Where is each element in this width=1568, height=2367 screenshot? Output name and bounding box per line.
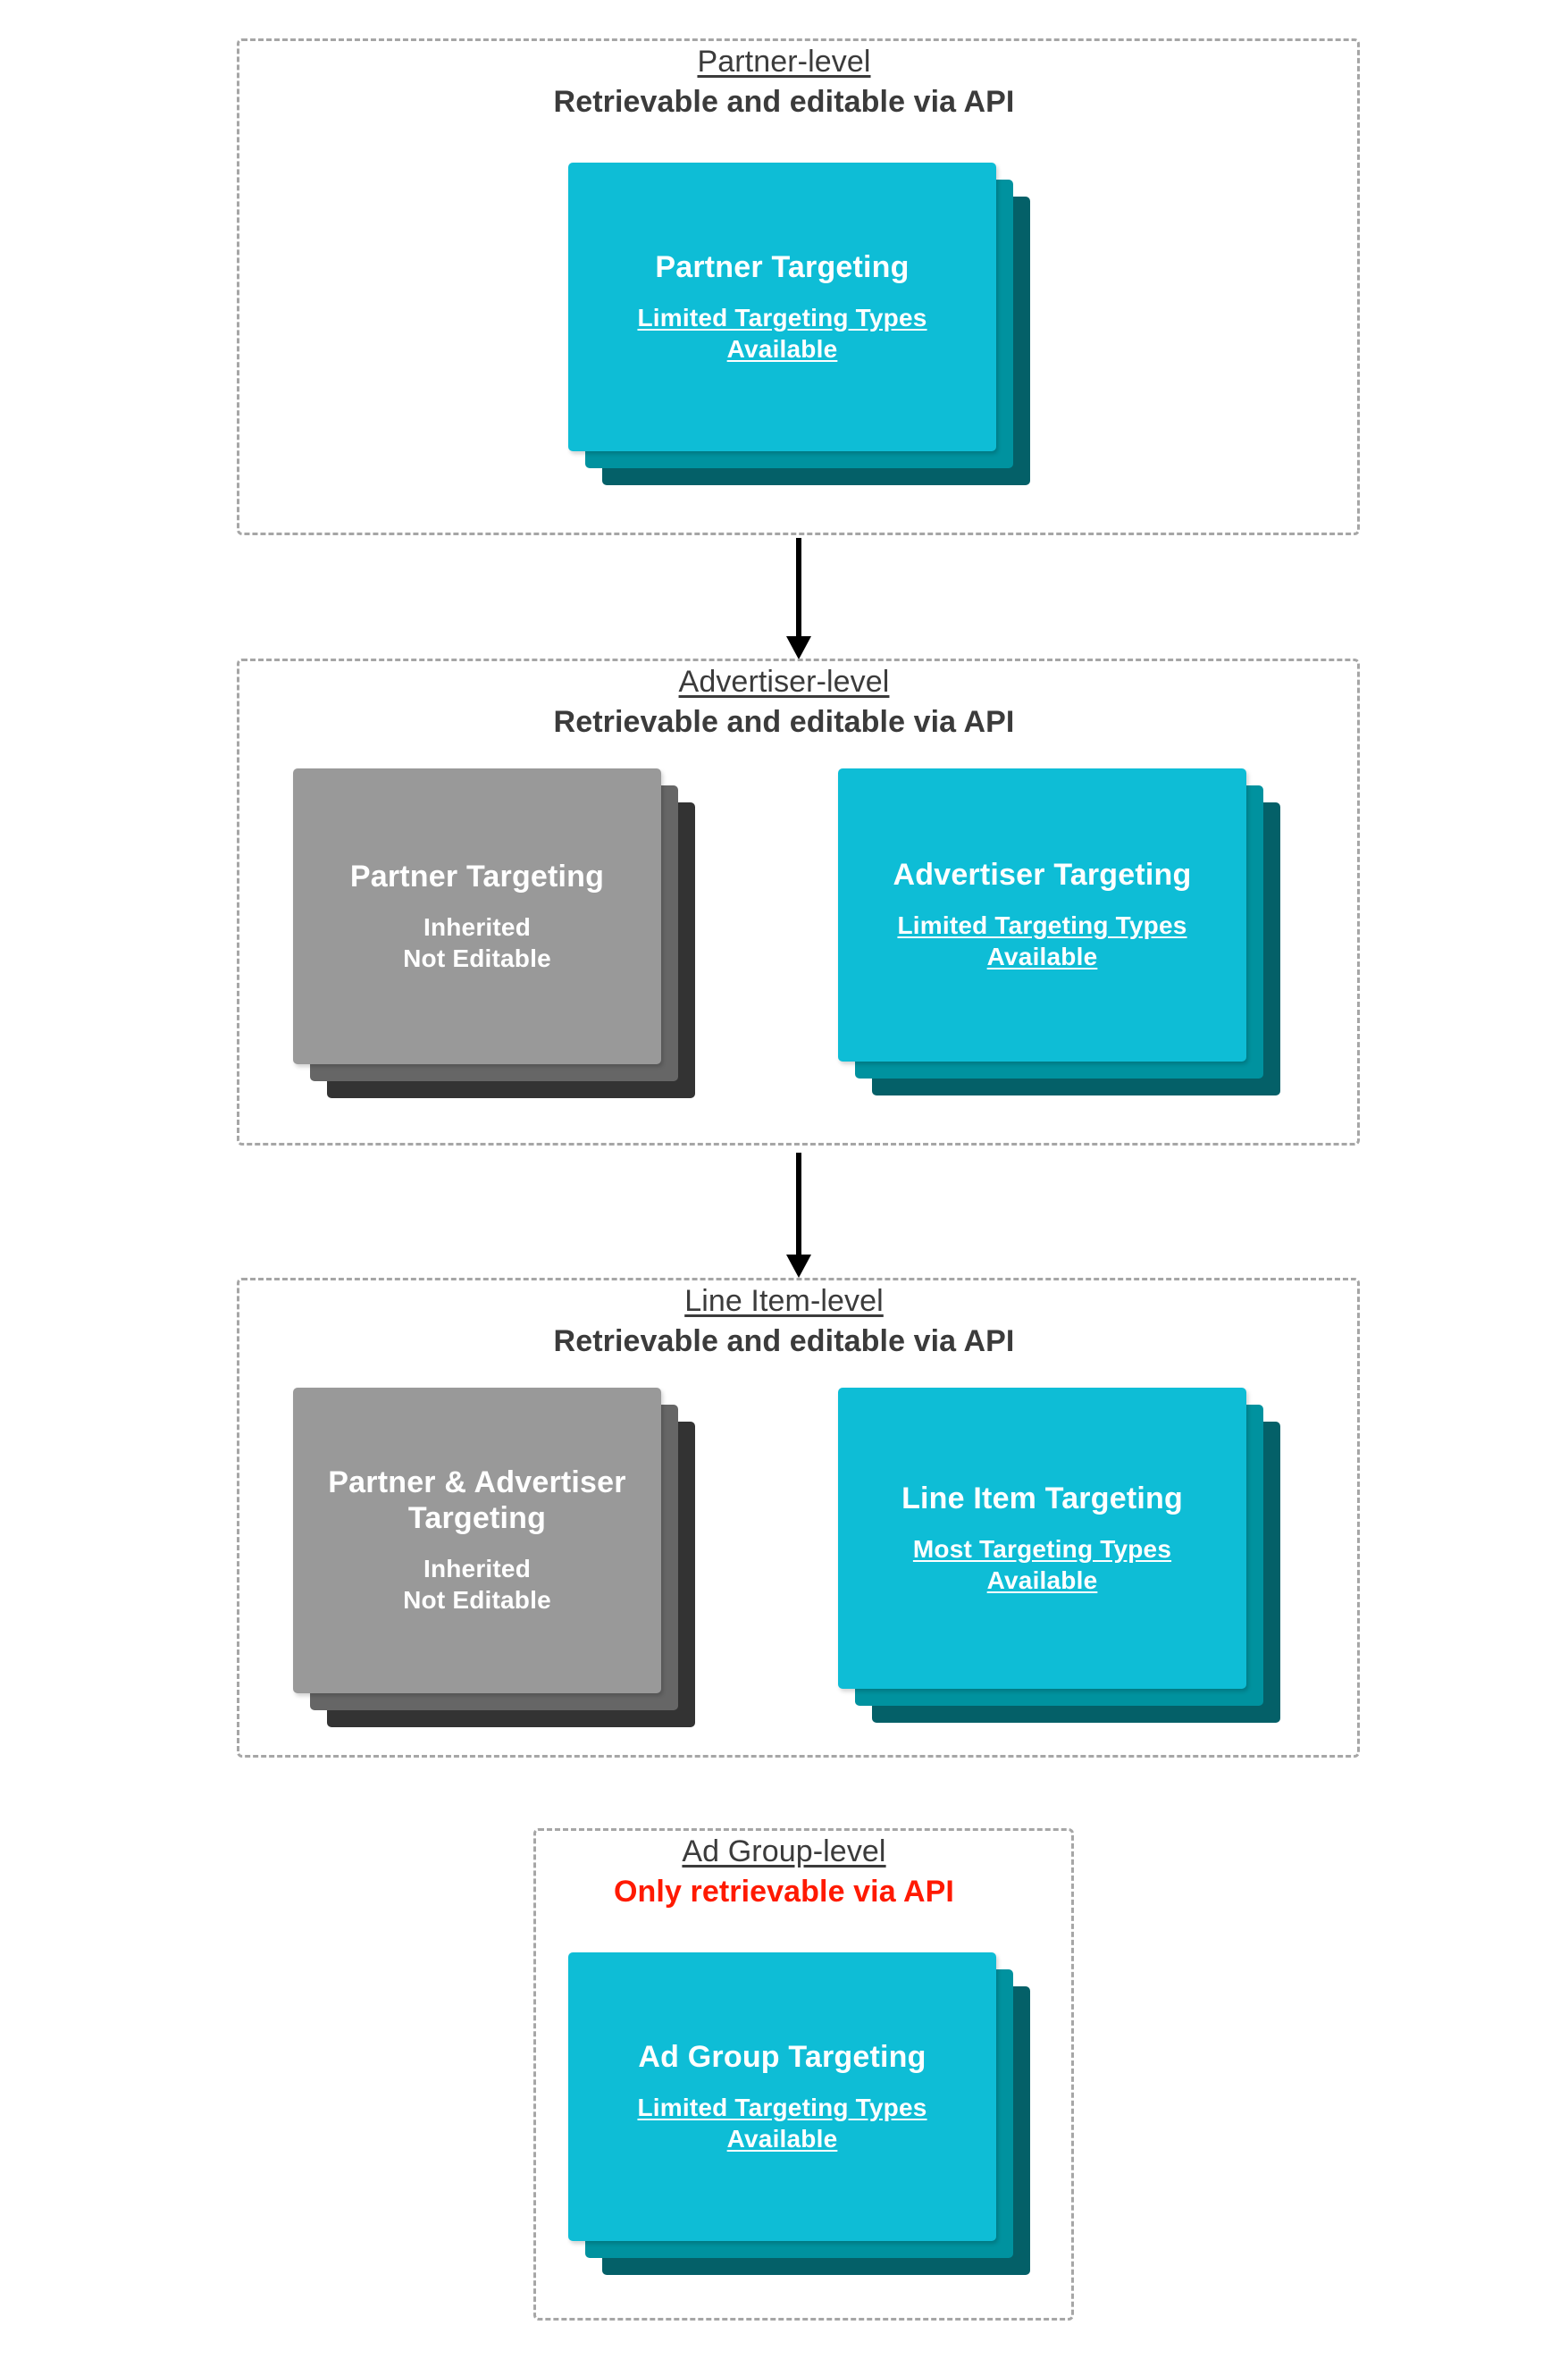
partner-level-title: Partner-level bbox=[697, 45, 871, 79]
line-item-targeting-card-stack[interactable]: Line Item Targeting Most Targeting Types… bbox=[838, 1388, 1280, 1723]
card-title: Partner Targeting bbox=[655, 249, 910, 284]
card-note: Limited Targeting Types Available bbox=[637, 303, 927, 363]
partner-level-container bbox=[237, 38, 1360, 535]
ad-group-targeting-card[interactable]: Ad Group Targeting Limited Targeting Typ… bbox=[568, 1952, 996, 2241]
arrow-head-icon bbox=[786, 636, 811, 659]
inherited-partner-advertiser-targeting-card-stack[interactable]: Partner & Advertiser Targeting Inherited… bbox=[293, 1388, 695, 1727]
partner-level-subtitle: Retrievable and editable via API bbox=[553, 85, 1015, 120]
ad-group-level-subtitle: Only retrievable via API bbox=[614, 1875, 954, 1910]
card-title: Line Item Targeting bbox=[901, 1481, 1183, 1515]
inherited-partner-targeting-card[interactable]: Partner Targeting Inherited Not Editable bbox=[293, 768, 661, 1064]
card-note: Limited Targeting Types Available bbox=[897, 911, 1187, 971]
card-title: Advertiser Targeting bbox=[893, 858, 1192, 893]
partner-targeting-card[interactable]: Partner Targeting Limited Targeting Type… bbox=[568, 163, 996, 451]
ad-group-level-container bbox=[533, 1828, 1074, 2321]
line-item-level-subtitle: Retrievable and editable via API bbox=[553, 1324, 1015, 1359]
advertiser-targeting-card-stack[interactable]: Advertiser Targeting Limited Targeting T… bbox=[838, 768, 1280, 1095]
card-title: Partner & Advertiser Targeting bbox=[328, 1465, 626, 1536]
arrow-shaft bbox=[796, 538, 801, 638]
arrow-head-icon bbox=[786, 1255, 811, 1278]
inherited-partner-advertiser-targeting-card[interactable]: Partner & Advertiser Targeting Inherited… bbox=[293, 1388, 661, 1693]
advertiser-level-container bbox=[237, 659, 1360, 1146]
card-note: Inherited Not Editable bbox=[383, 1554, 571, 1616]
card-note-line-2: Not Editable bbox=[403, 944, 551, 972]
inherited-partner-targeting-card-stack[interactable]: Partner Targeting Inherited Not Editable bbox=[293, 768, 695, 1098]
ad-group-level-heading: Ad Group-level Only retrievable via API bbox=[0, 1834, 1568, 1910]
card-note: Most Targeting Types Available bbox=[912, 1534, 1172, 1594]
line-item-level-title: Line Item-level bbox=[684, 1284, 884, 1318]
line-item-level-container bbox=[237, 1278, 1360, 1758]
card-note-line-1: Inherited bbox=[423, 912, 532, 941]
card-title: Partner Targeting bbox=[349, 859, 605, 894]
ad-group-targeting-card-stack[interactable]: Ad Group Targeting Limited Targeting Typ… bbox=[568, 1952, 1030, 2275]
line-item-targeting-card[interactable]: Line Item Targeting Most Targeting Types… bbox=[838, 1388, 1246, 1689]
card-note-line-2: Not Editable bbox=[403, 1586, 551, 1615]
advertiser-level-heading: Advertiser-level Retrievable and editabl… bbox=[0, 665, 1568, 741]
partner-level-heading: Partner-level Retrievable and editable v… bbox=[0, 45, 1568, 121]
advertiser-level-title: Advertiser-level bbox=[678, 665, 890, 699]
line-item-level-heading: Line Item-level Retrievable and editable… bbox=[0, 1284, 1568, 1360]
card-note: Inherited Not Editable bbox=[383, 912, 571, 974]
card-note: Limited Targeting Types Available bbox=[637, 2093, 927, 2153]
arrow-advertiser-to-line-item bbox=[781, 1153, 817, 1278]
card-title: Ad Group Targeting bbox=[638, 2039, 927, 2074]
arrow-partner-to-advertiser bbox=[781, 538, 817, 659]
advertiser-level-subtitle: Retrievable and editable via API bbox=[553, 705, 1015, 740]
advertiser-targeting-card[interactable]: Advertiser Targeting Limited Targeting T… bbox=[838, 768, 1246, 1062]
card-note-line-1: Inherited bbox=[423, 1555, 532, 1583]
ad-group-level-title: Ad Group-level bbox=[682, 1834, 886, 1868]
partner-targeting-card-stack[interactable]: Partner Targeting Limited Targeting Type… bbox=[568, 163, 1030, 485]
arrow-shaft bbox=[796, 1153, 801, 1256]
